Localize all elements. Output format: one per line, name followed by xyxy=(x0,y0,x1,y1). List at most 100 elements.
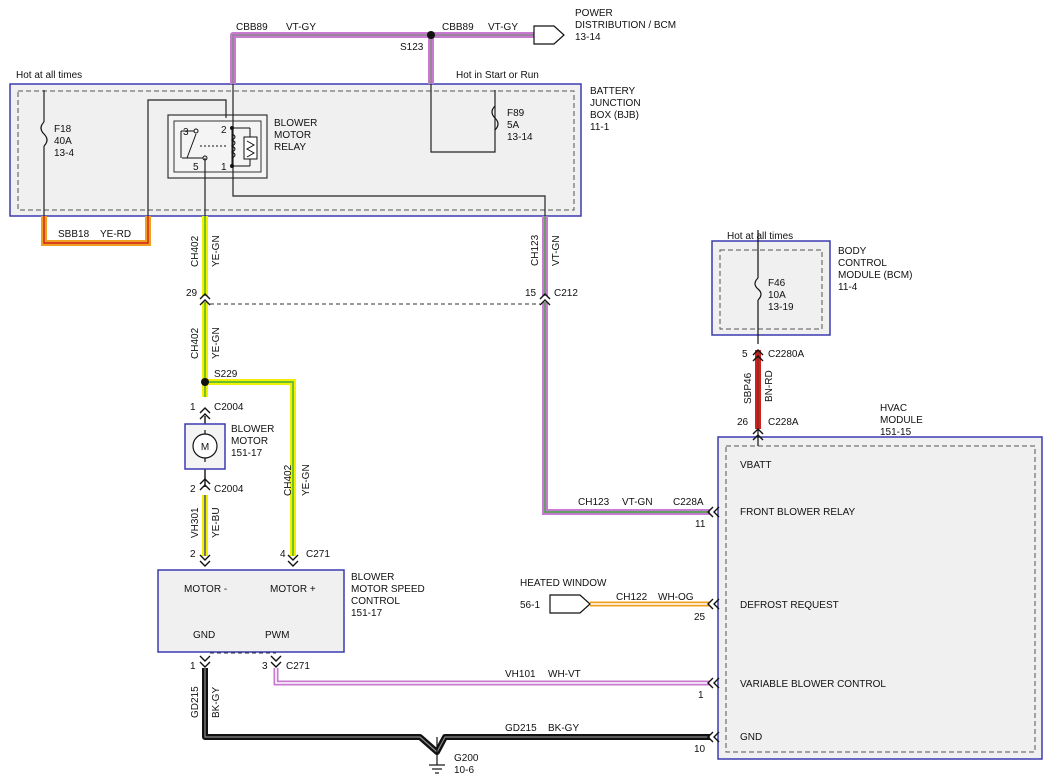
bjb-label-1: BATTERY xyxy=(590,86,636,97)
bmsc-motor-minus: MOTOR - xyxy=(184,584,227,595)
fuse-symbols xyxy=(40,105,762,301)
hot-all-times-bcm: Hot at all times xyxy=(727,231,793,242)
wire-sbp46-label: SBP46 xyxy=(743,372,754,404)
pin-c2004-2: 2 xyxy=(190,484,196,495)
hvac-label-2: MODULE xyxy=(880,415,923,426)
wire-cbb89-left-color: VT-GY xyxy=(286,22,316,33)
ground-g200: G200 xyxy=(454,753,479,764)
bmsc-ref: 151-17 xyxy=(351,608,383,619)
pin-29: 29 xyxy=(186,288,198,299)
hvac-front-blower-relay: FRONT BLOWER RELAY xyxy=(740,507,856,518)
hot-start-run: Hot in Start or Run xyxy=(456,70,539,81)
hvac-label-1: HVAC xyxy=(880,403,907,414)
wire-cbb89-right-color: VT-GY xyxy=(488,22,518,33)
wire-vh101-label: VH101 xyxy=(505,669,536,680)
wire-vh301-label: VH301 xyxy=(190,507,201,538)
relay-pin-3: 3 xyxy=(183,127,189,138)
fuse-f46-amp: 10A xyxy=(768,290,786,301)
wire-labels-vertical: CH402 YE-GN CH402 YE-GN CH402 YE-GN CH12… xyxy=(190,234,775,718)
bmsc-label-1: BLOWER xyxy=(351,572,394,583)
pin-c271-3: 3 xyxy=(262,661,268,672)
wire-vh101-color: WH-VT xyxy=(548,669,581,680)
wire-labels-horizontal: CBB89 VT-GY CBB89 VT-GY SBB18 YE-RD CH12… xyxy=(58,22,694,734)
wire-ch123-a-color: VT-GN xyxy=(551,235,562,266)
bcm-label-1: BODY xyxy=(838,246,867,257)
hvac-variable-blower-control: VARIABLE BLOWER CONTROL xyxy=(740,679,886,690)
bcm-label-2: CONTROL xyxy=(838,258,887,269)
wire-ch123-b-color: VT-GN xyxy=(622,497,653,508)
relay-label-1: BLOWER xyxy=(274,118,317,129)
bmsc-label-2: MOTOR SPEED xyxy=(351,584,425,595)
pin-hvac-10: 10 xyxy=(694,744,706,755)
ground-symbol xyxy=(429,764,445,774)
connector-arrows xyxy=(199,293,764,743)
connector-c271-bottom: C271 xyxy=(286,661,310,672)
motor-symbol-text: M xyxy=(201,442,209,453)
fuse-f18-ref: 13-4 xyxy=(54,148,74,159)
connector-c2004-bottom: C2004 xyxy=(214,484,244,495)
bmsc-gnd: GND xyxy=(193,630,215,641)
bmsc-motor-plus: MOTOR + xyxy=(270,584,316,595)
wire-ch123 xyxy=(542,216,710,515)
connector-c212: C212 xyxy=(554,288,578,299)
wire-ch402-a-color: YE-GN xyxy=(211,235,222,267)
hvac-module-box xyxy=(717,436,1043,760)
component-labels: Hot at all times Hot in Start or Run Hot… xyxy=(16,8,923,776)
wire-ch122-label: CH122 xyxy=(616,592,648,603)
ground-ref: 10-6 xyxy=(454,765,474,776)
pin-hvac-1: 1 xyxy=(698,690,704,701)
pin-c228a-26: 26 xyxy=(737,417,749,428)
splice-s229-label: S229 xyxy=(214,369,238,380)
relay-label-3: RELAY xyxy=(274,142,306,153)
heated-window-label: HEATED WINDOW xyxy=(520,578,607,589)
blower-motor-symbol: M xyxy=(184,423,226,470)
hvac-gnd: GND xyxy=(740,732,762,743)
connector-c228a-top: C228A xyxy=(768,417,799,428)
fuse-f89-amp: 5A xyxy=(507,120,520,131)
bjb-ref: 11-1 xyxy=(590,122,610,133)
pin-c2280a-5: 5 xyxy=(742,349,748,360)
bcm-label-3: MODULE (BCM) xyxy=(838,270,912,281)
hvac-defrost-request: DEFROST REQUEST xyxy=(740,600,839,611)
bjb-internal-lines xyxy=(43,84,546,216)
connector-labels: S123 S229 29 15 C212 1 C2004 2 C2004 2 4… xyxy=(186,42,804,755)
relay-internals xyxy=(180,126,258,168)
wire-sbb18 xyxy=(41,216,151,246)
battery-junction-box xyxy=(9,83,582,217)
motor-ref: 151-17 xyxy=(231,448,263,459)
wire-sbp46-color: BN-RD xyxy=(764,370,775,402)
bjb-label-3: BOX (BJB) xyxy=(590,110,639,121)
fuse-f46-name: F46 xyxy=(768,278,786,289)
bcm-ref: 11-4 xyxy=(838,282,858,293)
hvac-vbatt: VBATT xyxy=(740,460,771,471)
wire-gd215-b-label: GD215 xyxy=(505,723,537,734)
wire-ch402-a-label: CH402 xyxy=(190,235,201,267)
heated-window-connector xyxy=(549,594,591,614)
wire-ch402-b-color: YE-GN xyxy=(211,327,222,359)
relay-pin-5: 5 xyxy=(193,162,199,173)
pin-15: 15 xyxy=(525,288,537,299)
blower-motor-speed-control-box xyxy=(157,569,345,653)
wire-cbb89-left: CBB89 xyxy=(236,22,268,33)
connector-c271-right: C271 xyxy=(306,549,330,560)
relay-pin-2: 2 xyxy=(221,125,227,136)
wire-sbb18-label: SBB18 xyxy=(58,229,90,240)
splice-s123 xyxy=(427,31,435,39)
connector-c2004-top: C2004 xyxy=(214,402,244,413)
fuse-f89-name: F89 xyxy=(507,108,525,119)
bmsc-label-3: CONTROL xyxy=(351,596,400,607)
relay-label-2: MOTOR xyxy=(274,130,311,141)
connector-bars xyxy=(210,303,540,654)
fuse-f46-ref: 13-19 xyxy=(768,302,794,313)
pin-hvac-25: 25 xyxy=(694,612,706,623)
body-control-module-box xyxy=(711,240,831,336)
wire-gd215 xyxy=(202,668,710,765)
wire-vh301-color: YE-BU xyxy=(211,507,222,538)
wire-cbb89-right: CBB89 xyxy=(442,22,474,33)
pin-hvac-11: 11 xyxy=(695,519,706,530)
power-ref: 13-14 xyxy=(575,32,601,43)
wire-vh101 xyxy=(273,668,710,686)
hvac-ref: 151-15 xyxy=(880,427,912,438)
wire-ch123-b-label: CH123 xyxy=(578,497,610,508)
